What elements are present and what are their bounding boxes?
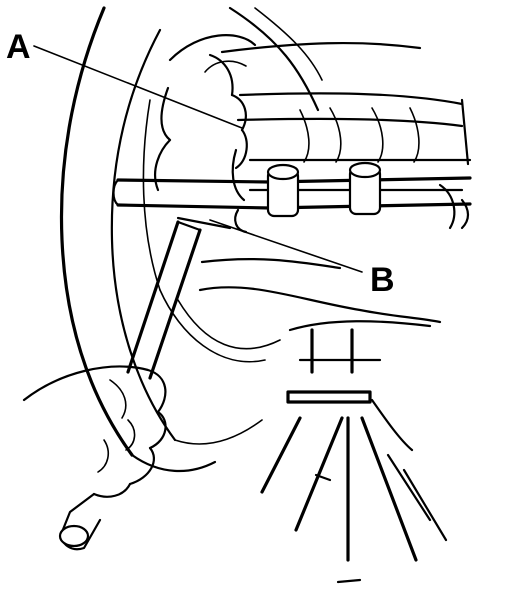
- brake-drum: [59, 6, 323, 473]
- wheel-cylinder: [153, 53, 248, 234]
- axle-housing: [220, 41, 472, 230]
- callout-a-leader: [33, 45, 243, 129]
- callout-a-label: A: [6, 28, 31, 66]
- callout-b: B: [209, 219, 395, 299]
- spring: [198, 258, 442, 332]
- brake-tool: [126, 216, 232, 380]
- adjusting-rod: [112, 161, 472, 218]
- hand: [22, 365, 167, 551]
- jack-stand: [260, 328, 448, 584]
- callout-b-label: B: [370, 261, 395, 299]
- callout-b-leader: [209, 219, 363, 273]
- backing-plate: [142, 34, 281, 363]
- callout-a: A: [6, 28, 243, 129]
